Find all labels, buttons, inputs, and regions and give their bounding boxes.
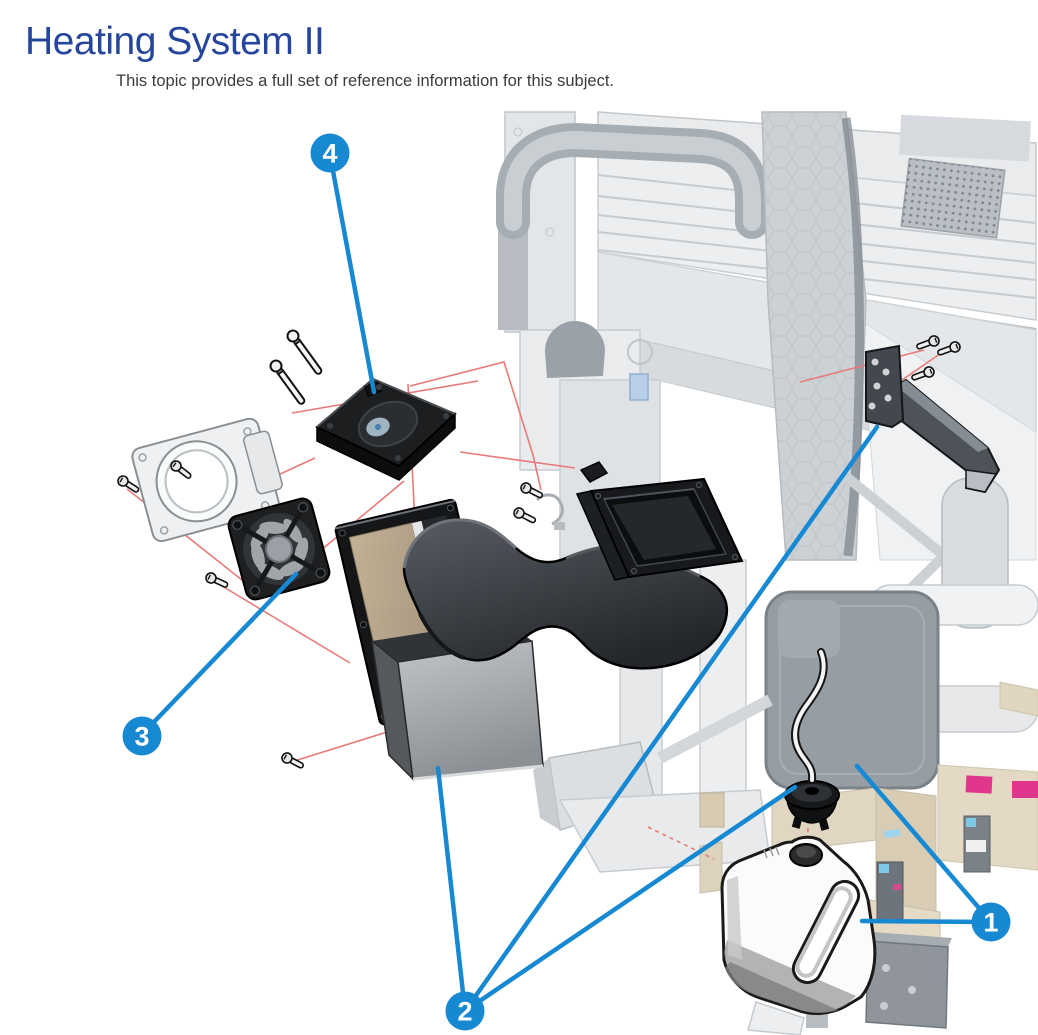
condensation-bottle: [720, 835, 877, 1015]
page-title: Heating System II: [25, 20, 325, 63]
callout-3: 3: [122, 716, 162, 756]
curing-cover-ghost: [764, 590, 940, 790]
callout-2: 2: [445, 991, 485, 1031]
ink-label-magenta: [1012, 781, 1038, 798]
printer-chassis-ghost: [496, 111, 1038, 1035]
cooling-fan-enclosed: [315, 377, 457, 481]
drain-tube: [791, 648, 828, 795]
bottle-handle-hole: [791, 879, 861, 985]
svg-text:1: 1: [983, 908, 998, 938]
svg-text:2: 2: [457, 997, 472, 1027]
svg-text:4: 4: [322, 139, 337, 169]
duct-flange: [575, 461, 744, 581]
honeycomb-arm-ghost: [761, 111, 867, 561]
ink-label-magenta: [965, 775, 993, 794]
fan-housing: [131, 417, 283, 543]
page-subtitle: This topic provides a full set of refere…: [116, 72, 614, 90]
cooling-fan-open: [227, 497, 331, 601]
svg-text:3: 3: [134, 722, 149, 752]
electronics-box-ghost: [865, 932, 952, 1029]
leader-lines: [150, 168, 994, 1014]
callout-4: 4: [310, 133, 350, 173]
vent-grille-ghost: [900, 157, 1006, 239]
top-handle-ghost: [496, 122, 769, 239]
bottle-emboss-icon: [763, 846, 780, 859]
support-bracket: [865, 344, 1001, 494]
ink-supplies-ghost: [699, 764, 1038, 956]
callout-1: 1: [971, 902, 1011, 942]
bottle-mount-ghost: [747, 1001, 828, 1035]
